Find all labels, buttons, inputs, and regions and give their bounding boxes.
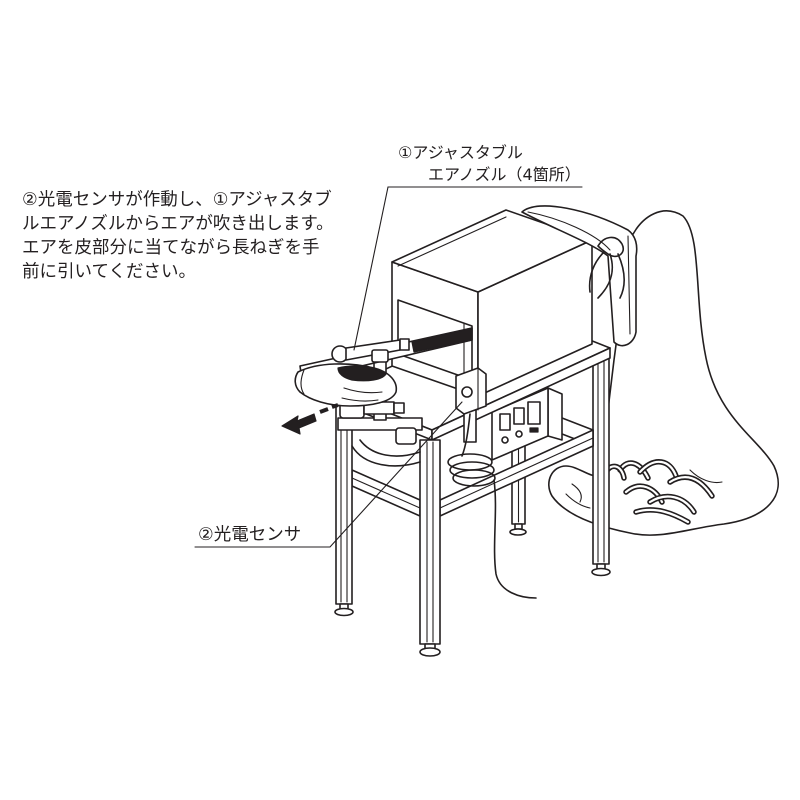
leek-leaf bbox=[638, 460, 678, 478]
air-fitting bbox=[395, 427, 417, 445]
glove-cuff bbox=[300, 369, 305, 395]
nozzle-tip-lower bbox=[393, 402, 405, 414]
instruction-line-1: ②光電センサが作動し、①アジャスタブ bbox=[22, 189, 332, 210]
terminal bbox=[515, 430, 523, 438]
callout-nozzle-line2: エアノズル（4箇所） bbox=[428, 165, 581, 184]
air-hose bbox=[351, 445, 421, 467]
leek-leaves bbox=[603, 459, 715, 525]
bag-rim-group bbox=[521, 205, 638, 347]
arrow-dash bbox=[319, 407, 329, 414]
leek-leaf bbox=[634, 508, 690, 524]
leek-leaf bbox=[648, 495, 696, 514]
bag-rim bbox=[521, 205, 638, 347]
power-cable bbox=[493, 479, 537, 599]
foot-pad bbox=[334, 607, 354, 617]
breaker-switch bbox=[513, 407, 525, 425]
drawstring bbox=[617, 253, 626, 299]
instruction-text: ②光電センサが作動し、①アジャスタブ ルエアノズルからエアが吹き出します。 エア… bbox=[22, 189, 334, 282]
foot-pad bbox=[419, 647, 441, 657]
callout-nozzle: ①アジャスタブル エアノズル（4箇所） bbox=[353, 143, 583, 351]
arrow-head bbox=[281, 413, 317, 435]
callout-sensor: ②光電センサ bbox=[194, 401, 463, 548]
hand-finger bbox=[341, 397, 379, 402]
breaker-switch bbox=[499, 413, 511, 431]
leek-dark-part bbox=[411, 327, 473, 353]
leg-front-left bbox=[335, 401, 353, 605]
bag-wrinkle bbox=[689, 469, 723, 484]
arrow-dash bbox=[331, 403, 339, 409]
sensor-cable bbox=[461, 413, 471, 457]
cable-coil bbox=[449, 461, 495, 479]
foot-pad bbox=[509, 528, 527, 536]
terminal bbox=[501, 436, 509, 444]
nozzle-tip-upper bbox=[399, 338, 410, 351]
air-hose bbox=[359, 439, 421, 457]
bag-rim-edge bbox=[627, 235, 631, 335]
drawstring-knot bbox=[597, 236, 624, 258]
hand-thumb bbox=[337, 365, 387, 382]
foot-pad bbox=[591, 567, 611, 577]
unit-top-ridge bbox=[397, 216, 507, 267]
hand bbox=[294, 363, 398, 407]
leg-front-right bbox=[419, 439, 441, 645]
stand-front-legs bbox=[334, 401, 441, 657]
leg-back-right bbox=[592, 351, 610, 565]
cable-coil bbox=[452, 469, 496, 487]
drawstring bbox=[597, 253, 614, 299]
leek-leaf bbox=[668, 476, 714, 498]
callout-nozzle-line1: ①アジャスタブル bbox=[398, 143, 523, 162]
callout-sensor-leader bbox=[194, 401, 463, 548]
callout-sensor-label: ②光電センサ bbox=[198, 525, 301, 545]
pull-direction-arrow-icon bbox=[281, 403, 339, 435]
sensor-lens-icon bbox=[461, 386, 473, 398]
air-nozzle-upper bbox=[331, 338, 410, 363]
bag-wrinkle bbox=[571, 483, 582, 503]
control-box-side bbox=[547, 387, 563, 441]
instruction-line-3: エアを皮部分に当てながら長ねぎを手 bbox=[22, 238, 320, 258]
indicator bbox=[529, 427, 539, 433]
instruction-line-4: 前に引いてください。 bbox=[22, 262, 196, 282]
hand-finger bbox=[343, 387, 383, 394]
callout-nozzle-leader bbox=[353, 186, 583, 351]
nozzle-tee bbox=[371, 349, 389, 363]
instruction-line-2: ルエアノズルからエアが吹き出します。 bbox=[22, 214, 334, 234]
rail-slot bbox=[351, 477, 421, 509]
drawstring bbox=[588, 251, 605, 293]
relay-unit bbox=[527, 401, 541, 425]
bag-wrinkle bbox=[565, 493, 591, 509]
rail-slot bbox=[439, 437, 594, 509]
bag-rim-fold bbox=[527, 211, 611, 251]
